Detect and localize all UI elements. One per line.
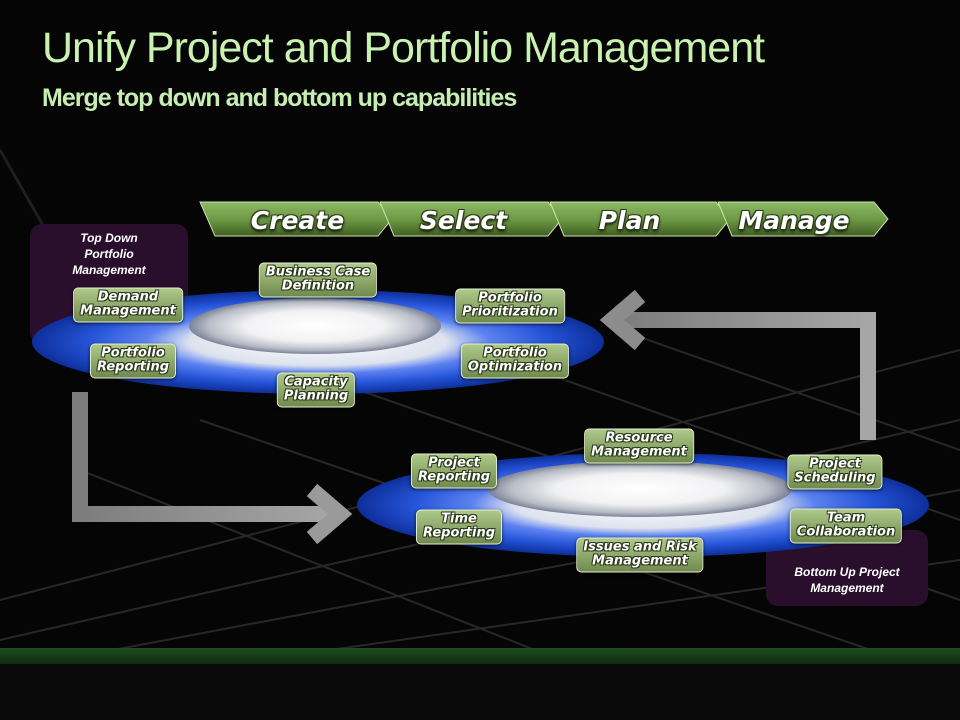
feedback-arrows bbox=[72, 289, 876, 545]
phase-manage: Manage bbox=[738, 206, 850, 235]
bottom-strip bbox=[0, 648, 960, 664]
bottom-up-label-box bbox=[766, 530, 928, 606]
bottom-up-label: Bottom Up Project Management bbox=[794, 565, 900, 595]
phase-create: Create bbox=[250, 206, 345, 235]
phase-select: Select bbox=[419, 206, 508, 235]
page-title: Unify Project and Portfolio Management bbox=[42, 24, 765, 72]
top-down-label: Top Down Portfolio Management bbox=[72, 231, 146, 277]
page-subtitle: Merge top down and bottom up capabilitie… bbox=[42, 84, 517, 112]
phase-plan: Plan bbox=[598, 206, 661, 235]
phase-chevrons bbox=[199, 201, 889, 237]
